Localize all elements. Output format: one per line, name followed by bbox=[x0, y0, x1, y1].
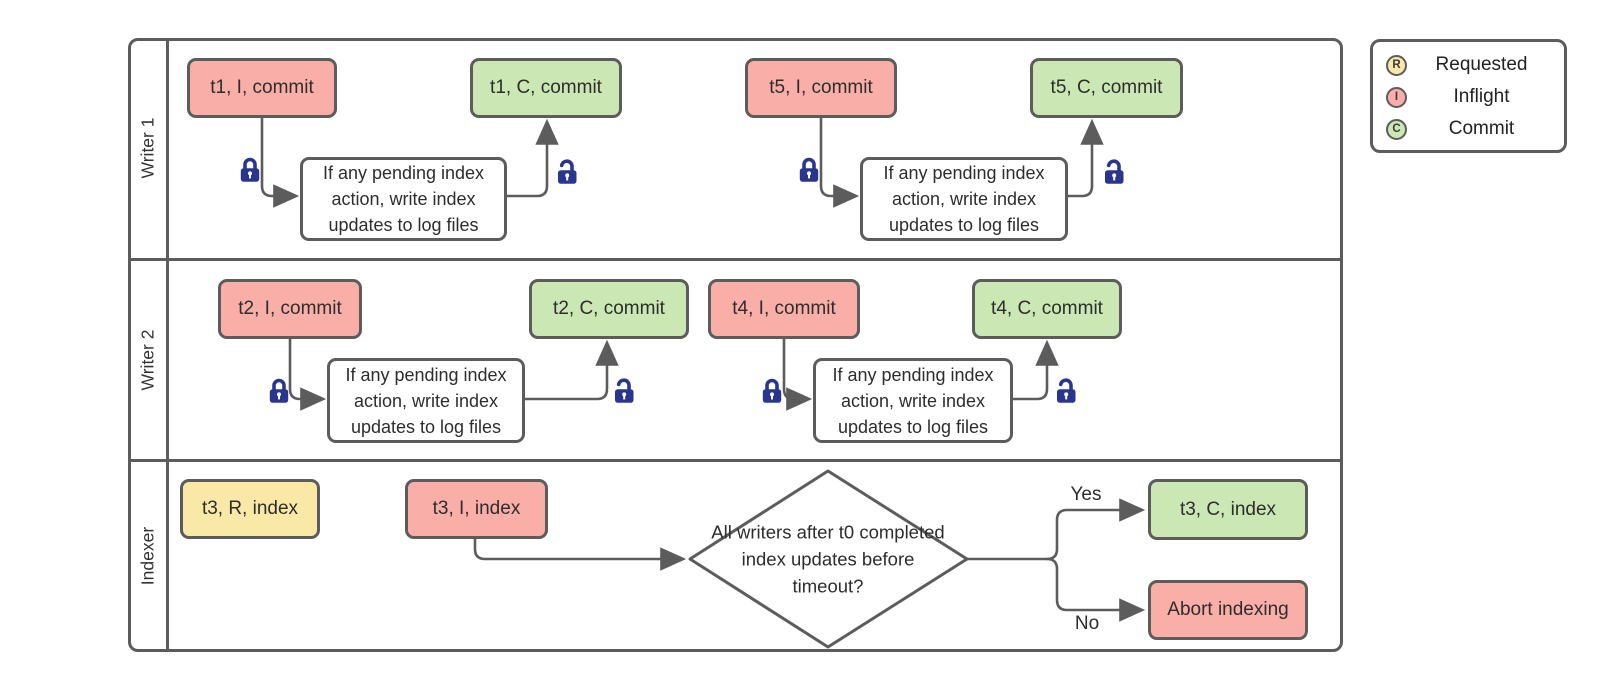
node-pending-note-w2a: If any pending index action, write index… bbox=[327, 358, 525, 443]
node-t2-commit: t2, C, commit bbox=[529, 279, 689, 339]
arrow-t2-inflight-to-note bbox=[288, 339, 327, 411]
arrow-t5-inflight-to-note bbox=[819, 118, 860, 208]
node-t3-inflight: t3, I, index bbox=[405, 479, 548, 539]
lane-divider bbox=[128, 459, 1343, 462]
legend-label-commit: Commit bbox=[1448, 118, 1515, 139]
node-t4-commit: t4, C, commit bbox=[972, 279, 1122, 339]
node-t3-requested: t3, R, index bbox=[180, 479, 320, 539]
legend-label-requested: Requested bbox=[1435, 54, 1528, 75]
lane-divider bbox=[128, 258, 1343, 261]
node-t1-commit: t1, C, commit bbox=[470, 58, 622, 118]
yes-branch-label: Yes bbox=[1070, 484, 1102, 505]
requested-state-icon: R bbox=[1386, 54, 1407, 76]
commit-state-icon: C bbox=[1386, 118, 1407, 140]
node-t1-inflight: t1, I, commit bbox=[187, 58, 337, 118]
inflight-state-icon: I bbox=[1386, 86, 1407, 108]
arrow-no-branch bbox=[1046, 557, 1146, 622]
indexer-connectors bbox=[473, 498, 1146, 622]
node-abort-indexing: Abort indexing bbox=[1148, 580, 1308, 640]
node-pending-note-w1b: If any pending index action, write index… bbox=[860, 157, 1068, 241]
node-t3-commit: t3, C, index bbox=[1148, 479, 1308, 540]
node-t5-commit: t5, C, commit bbox=[1030, 58, 1183, 118]
writer1-connectors bbox=[260, 118, 1104, 208]
node-pending-note-w2b: If any pending index action, write index… bbox=[813, 358, 1013, 443]
legend-row-requested: R Requested bbox=[1386, 52, 1556, 78]
arrow-yes-branch bbox=[1046, 498, 1146, 561]
arrow-note-to-t1-commit bbox=[507, 118, 559, 198]
lane-label-separator bbox=[166, 38, 169, 652]
decision-diamond bbox=[688, 469, 969, 649]
swimlane-pool bbox=[128, 38, 1343, 652]
lane-label-writer1: Writer 1 bbox=[137, 117, 158, 179]
node-pending-note-w1a: If any pending index action, write index… bbox=[300, 157, 507, 241]
node-t5-inflight: t5, I, commit bbox=[745, 58, 897, 118]
arrow-note-to-t5-commit bbox=[1068, 118, 1104, 198]
legend-label-inflight: Inflight bbox=[1453, 86, 1510, 107]
no-branch-label: No bbox=[1074, 613, 1100, 634]
node-t4-inflight: t4, I, commit bbox=[708, 279, 860, 339]
node-t2-inflight: t2, I, commit bbox=[218, 279, 362, 339]
legend: R Requested I Inflight C Commit bbox=[1370, 39, 1567, 153]
arrow-note-to-t4-commit bbox=[1013, 339, 1059, 401]
arrow-t4-inflight-to-note bbox=[782, 339, 813, 411]
legend-row-commit: C Commit bbox=[1386, 116, 1556, 142]
decision-text: All writers after t0 completed index upd… bbox=[711, 521, 945, 597]
writer2-connectors bbox=[288, 339, 1059, 411]
lane-label-indexer: Indexer bbox=[137, 526, 158, 586]
lane-label-writer2: Writer 2 bbox=[137, 329, 158, 391]
arrow-t1-inflight-to-note bbox=[260, 118, 300, 208]
arrow-t3-inflight-to-decision bbox=[473, 539, 687, 571]
legend-row-inflight: I Inflight bbox=[1386, 84, 1556, 110]
arrow-note-to-t2-commit bbox=[525, 339, 619, 401]
